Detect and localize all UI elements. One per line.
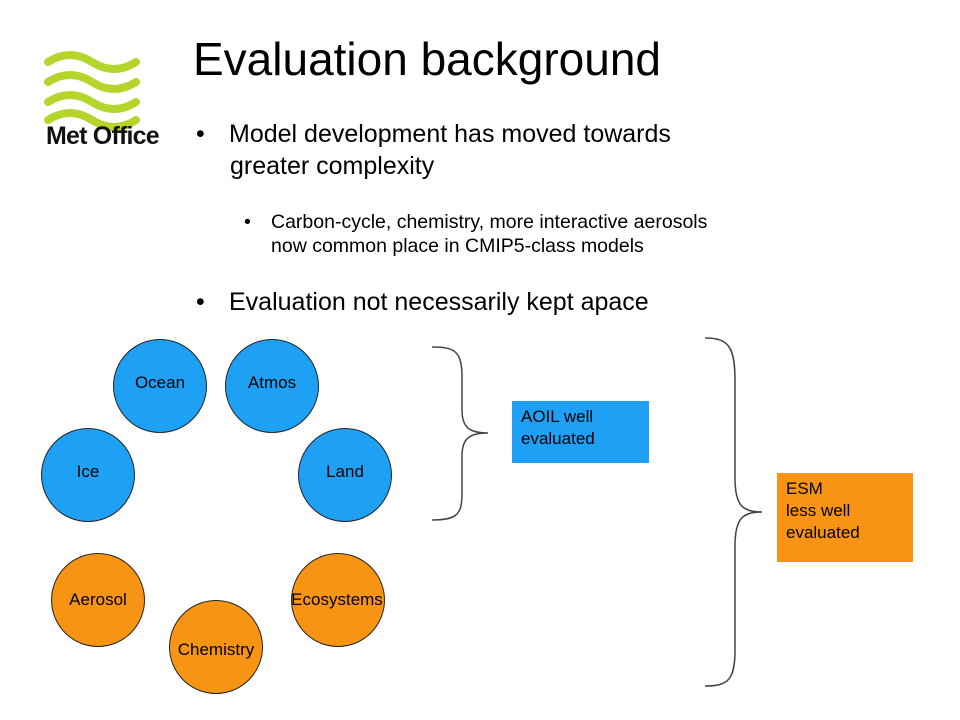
label-ecosystems: Ecosystems xyxy=(291,590,383,609)
circle-ice xyxy=(41,428,135,522)
label-land: Land xyxy=(326,462,364,481)
circle-chemistry xyxy=(169,600,263,694)
bullet-line: Evaluation not necessarily kept apace xyxy=(229,288,649,316)
bullet-dot: • xyxy=(244,211,251,233)
aoil-box: AOIL well evaluated xyxy=(512,401,649,463)
logo-text: Met Office xyxy=(46,122,160,150)
met-office-logo-icon xyxy=(44,51,140,131)
circle-aerosol xyxy=(51,553,145,647)
bullet-line: Model development has moved towards xyxy=(229,120,671,148)
aoil-line: AOIL well xyxy=(521,407,594,426)
label-atmos: Atmos xyxy=(247,373,297,392)
esm-line: less well xyxy=(786,501,851,520)
bullet-dot: • xyxy=(196,120,205,148)
bullet-line: Carbon-cycle, chemistry, more interactiv… xyxy=(271,211,708,233)
esm-line: ESM xyxy=(786,479,823,498)
label-ice: Ice xyxy=(76,462,100,481)
label-aerosol: Aerosol xyxy=(69,590,127,609)
circle-atmos xyxy=(225,339,319,433)
circle-ecosystems xyxy=(291,553,385,647)
slide-title: Evaluation background xyxy=(193,33,661,85)
esm-box: ESM less well evaluated xyxy=(777,473,913,562)
brace-esm xyxy=(704,337,763,687)
bullet-line: now common place in CMIP5-class models xyxy=(271,235,644,257)
circle-land xyxy=(298,428,392,522)
label-ocean: Ocean xyxy=(134,373,186,392)
brace-aoil xyxy=(431,346,489,521)
label-chemistry: Chemistry xyxy=(177,640,255,659)
aoil-line: evaluated xyxy=(521,429,595,448)
bullet-dot: • xyxy=(196,288,205,316)
circle-ocean xyxy=(113,339,207,433)
esm-line: evaluated xyxy=(786,523,860,542)
bullet-line: greater complexity xyxy=(230,152,435,180)
